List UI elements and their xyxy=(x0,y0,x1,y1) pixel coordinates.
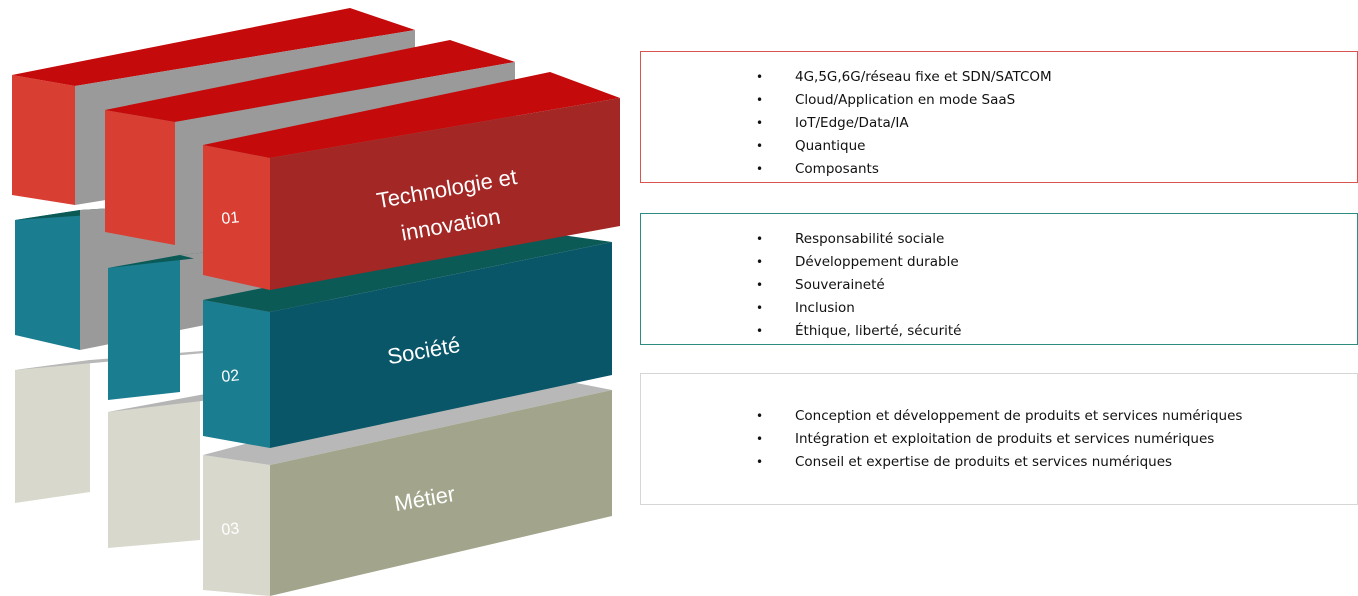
list-item: • Développement durable xyxy=(753,251,961,274)
layer-2-number: 02 xyxy=(221,367,241,386)
layer-3-front-beam-side xyxy=(203,455,270,596)
layer-1-front-beam-top xyxy=(203,72,620,158)
layer-2-back-beam-front xyxy=(15,210,80,350)
layer-2-front-beam-front xyxy=(270,242,612,448)
layer-1-front-beam-side xyxy=(203,145,270,290)
list-item-text: Composants xyxy=(795,161,879,177)
list-item-text: Conception et développement de produits … xyxy=(795,408,1243,424)
layer-1-front-beam-front xyxy=(270,98,620,290)
layer-3-list: • Conception et développement de produits… xyxy=(753,405,1242,474)
bullet-icon: • xyxy=(756,255,764,269)
list-item-text: Quantique xyxy=(795,138,866,154)
layer-1-back-beam-front xyxy=(12,75,75,205)
list-item: • Quantique xyxy=(753,135,1052,158)
layer-1-back-beam-top xyxy=(12,8,415,86)
layer-3-number: 03 xyxy=(221,520,241,539)
layered-cube-diagram: 01 Technologie et innovation 02 Société … xyxy=(12,8,620,596)
list-item: • Intégration et exploitation de produits… xyxy=(753,428,1242,451)
bullet-icon: • xyxy=(756,139,764,153)
list-item: • Composants xyxy=(753,158,1052,181)
list-item-text: 4G,5G,6G/réseau fixe et SDN/SATCOM xyxy=(795,69,1052,85)
layer-1-number: 01 xyxy=(221,209,241,228)
layer-3-mid-beam-side xyxy=(108,395,200,548)
list-item-text: Éthique, liberté, sécurité xyxy=(795,323,962,339)
bullet-icon: • xyxy=(756,324,764,338)
list-item: • Souveraineté xyxy=(753,274,961,297)
list-item-text: Cloud/Application en mode SaaS xyxy=(795,92,1016,108)
layer-1-list: • 4G,5G,6G/réseau fixe et SDN/SATCOM • Clo… xyxy=(753,66,1052,181)
bullet-icon: • xyxy=(756,116,764,130)
layer-2-front-beam-top xyxy=(203,232,612,312)
layer-1-mid-beam-top xyxy=(105,40,515,122)
layer-2-mid-beam-side xyxy=(108,255,180,400)
bullet-icon: • xyxy=(756,93,764,107)
list-item: • Cloud/Application en mode SaaS xyxy=(753,89,1052,112)
list-item: • IoT/Edge/Data/IA xyxy=(753,112,1052,135)
layer-3-front-beam-front xyxy=(270,390,612,596)
bullet-icon: • xyxy=(756,162,764,176)
list-item: • Conseil et expertise de produits et ser… xyxy=(753,451,1242,474)
list-item: • Inclusion xyxy=(753,297,961,320)
bullet-icon: • xyxy=(756,232,764,246)
list-item-text: Développement durable xyxy=(795,254,959,270)
bullet-icon: • xyxy=(756,70,764,84)
list-item-text: Intégration et exploitation de produits … xyxy=(795,431,1215,447)
list-item: • Responsabilité sociale xyxy=(753,228,961,251)
list-item: • Éthique, liberté, sécurité xyxy=(753,320,961,343)
bullet-icon: • xyxy=(756,409,764,423)
list-item: • Conception et développement de produits… xyxy=(753,405,1242,428)
bullet-icon: • xyxy=(756,278,764,292)
list-item-text: Souveraineté xyxy=(795,277,885,293)
layer-3-back-beam-front xyxy=(15,360,90,503)
bullet-icon: • xyxy=(756,301,764,315)
layer-2-list: • Responsabilité sociale • Développement d… xyxy=(753,228,961,343)
list-item-text: IoT/Edge/Data/IA xyxy=(795,115,909,131)
layer-1-panel: • 4G,5G,6G/réseau fixe et SDN/SATCOM • Clo… xyxy=(640,51,1358,183)
list-item-text: Conseil et expertise de produits et serv… xyxy=(795,454,1173,470)
bullet-icon: • xyxy=(756,455,764,469)
layer-2-panel: • Responsabilité sociale • Développement d… xyxy=(640,213,1358,345)
list-item-text: Responsabilité sociale xyxy=(795,231,945,247)
list-item-text: Inclusion xyxy=(795,300,855,316)
layer-3-panel: • Conception et développement de produits… xyxy=(640,373,1358,505)
layer-1-mid-beam-front xyxy=(105,110,175,245)
bullet-icon: • xyxy=(756,432,764,446)
layer-2-front-beam-side xyxy=(203,300,270,448)
list-item: • 4G,5G,6G/réseau fixe et SDN/SATCOM xyxy=(753,66,1052,89)
